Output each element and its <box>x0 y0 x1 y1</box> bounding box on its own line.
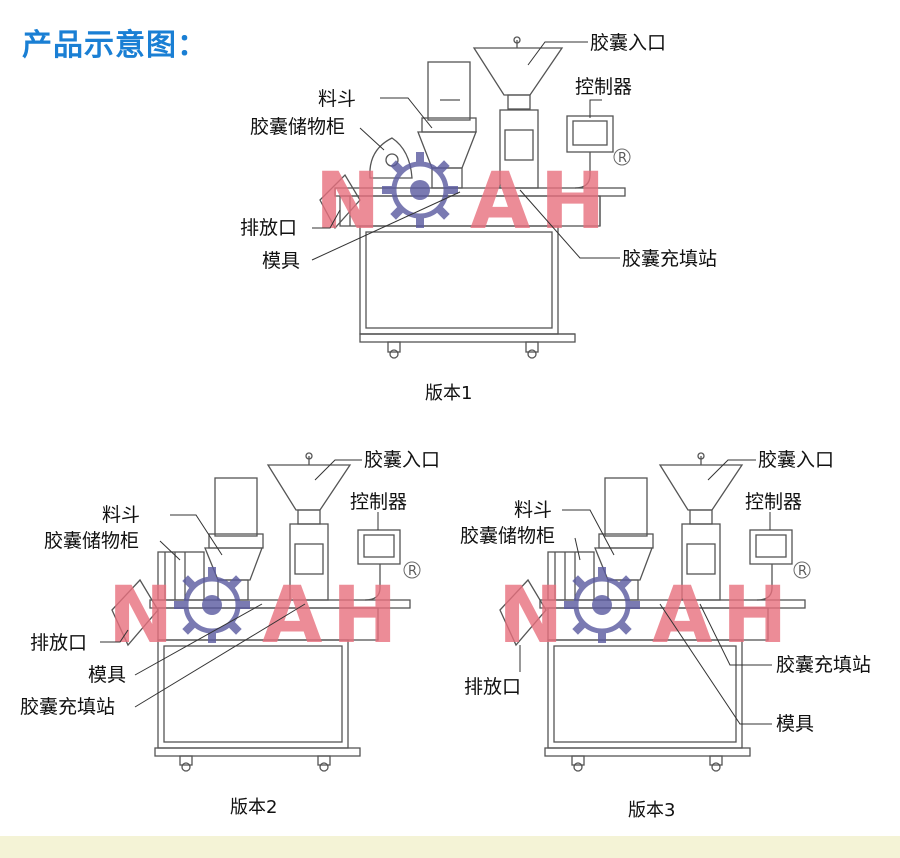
watermark-logo-2: N A H R <box>108 561 421 661</box>
label-storage-v3: 胶囊储物柜 <box>460 525 556 547</box>
label-capsule-inlet-v2: 胶囊入口 <box>364 449 441 471</box>
logo-letter: H <box>540 157 605 247</box>
label-filling-station-v3: 胶囊充填站 <box>776 654 872 676</box>
label-hopper-v3: 料斗 <box>514 499 553 521</box>
caption-version-2: 版本2 <box>230 797 278 818</box>
bottom-band <box>0 836 900 858</box>
machine-version-2 <box>111 452 411 772</box>
logo-letter: H <box>722 571 787 661</box>
label-capsule-inlet-v3: 胶囊入口 <box>758 449 835 471</box>
registered-mark: R <box>618 151 627 166</box>
logo-letter: A <box>470 157 530 247</box>
label-controller-v3: 控制器 <box>745 491 803 513</box>
page-title: 产品示意图： <box>22 28 208 63</box>
label-mold-v2: 模具 <box>88 664 127 686</box>
logo-letter: N <box>315 157 380 247</box>
logo-letter: A <box>262 571 322 661</box>
machine-version-1 <box>319 36 626 359</box>
label-capsule-inlet-v1: 胶囊入口 <box>590 32 667 54</box>
label-discharge-v1: 排放口 <box>240 217 298 239</box>
label-mold-v3: 模具 <box>776 713 815 735</box>
logo-letter: H <box>332 571 397 661</box>
label-controller-v2: 控制器 <box>350 491 408 513</box>
caption-version-1: 版本1 <box>425 383 473 404</box>
logo-letter: N <box>498 571 563 661</box>
registered-mark: R <box>798 564 807 579</box>
label-discharge-v3: 排放口 <box>464 676 522 698</box>
watermark-logo-3: N A H R <box>498 561 811 661</box>
watermark-logo-1: N A H R <box>315 148 631 247</box>
label-filling-station-v1: 胶囊充填站 <box>622 248 718 270</box>
label-filling-station-v2: 胶囊充填站 <box>20 696 116 718</box>
label-hopper-v1: 料斗 <box>318 88 357 110</box>
registered-mark: R <box>408 564 417 579</box>
logo-letter: N <box>108 571 173 661</box>
label-hopper-v2: 料斗 <box>102 504 141 526</box>
machine-version-3 <box>499 452 806 772</box>
label-storage-v1: 胶囊储物柜 <box>250 116 346 138</box>
caption-version-3: 版本3 <box>628 800 676 821</box>
leader-lines <box>100 41 772 725</box>
label-mold-v1: 模具 <box>262 250 301 272</box>
label-controller-v1: 控制器 <box>575 76 633 98</box>
label-storage-v2: 胶囊储物柜 <box>44 530 140 552</box>
label-discharge-v2: 排放口 <box>30 632 88 654</box>
logo-letter: A <box>652 571 712 661</box>
